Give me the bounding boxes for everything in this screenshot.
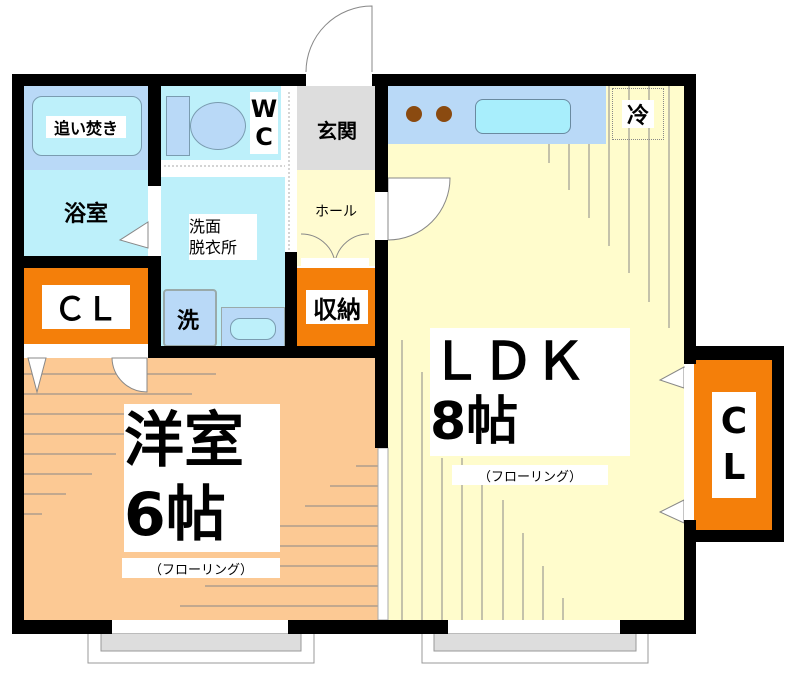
ldk-name: ＬＤＫ	[430, 332, 587, 392]
closet-right-label-c: C	[720, 401, 748, 442]
closet-right-label-l: L	[722, 447, 746, 488]
toilet-tank-icon	[166, 96, 190, 156]
wall	[372, 74, 696, 86]
western-room-label: 洋室 6帖	[124, 404, 280, 552]
wall	[12, 620, 112, 634]
wall	[148, 256, 161, 358]
fridge-space	[612, 88, 664, 140]
bathroom-label: 浴室	[63, 202, 108, 227]
wall	[620, 620, 696, 634]
western-room-name: 洋室	[124, 406, 244, 476]
wall	[285, 252, 297, 358]
wc-label-w: W	[250, 95, 278, 123]
wall	[24, 256, 148, 268]
western-room-floor-label: （フローリング）	[122, 558, 280, 578]
stove-burner-icon	[436, 106, 452, 122]
stove-burner-icon	[406, 106, 422, 122]
toilet-bowl-icon	[190, 102, 246, 150]
wall	[684, 74, 696, 364]
western-room-size: 6帖	[124, 480, 226, 550]
hall-area	[297, 170, 375, 266]
wall	[12, 74, 306, 86]
wall	[12, 74, 24, 634]
entrance-area	[297, 86, 375, 170]
wall	[772, 346, 784, 542]
wall	[288, 620, 448, 634]
wall	[375, 74, 388, 192]
wc-label: W C	[250, 92, 278, 154]
hall-label: ホール	[315, 204, 357, 220]
washer-label: 洗	[176, 309, 199, 334]
storage-label: 収納	[306, 290, 368, 324]
wall	[684, 346, 784, 360]
ldk-floor-label: （フローリング）	[452, 465, 608, 485]
wall	[375, 240, 388, 448]
wall	[148, 346, 388, 358]
washroom-label: 洗面 脱衣所	[189, 214, 257, 260]
closet-right-label: C L	[712, 392, 756, 498]
washbasin-bowl-icon	[230, 318, 276, 340]
wall	[148, 86, 161, 186]
ldk-label: ＬＤＫ 8帖	[430, 328, 630, 456]
sink-icon	[475, 99, 571, 134]
ldk-size: 8帖	[430, 392, 519, 452]
closet-left-label: ＣＬ	[42, 285, 130, 329]
washroom-label-line2: 脱衣所	[189, 238, 238, 257]
wall	[684, 530, 784, 542]
washroom-label-line1: 洗面	[189, 217, 222, 236]
entrance-label: 玄関	[317, 118, 357, 143]
bath-tub-label: 追い焚き	[46, 116, 126, 138]
wc-label-c: C	[255, 123, 273, 151]
fridge-label: 冷	[622, 100, 654, 129]
wall	[684, 520, 696, 634]
